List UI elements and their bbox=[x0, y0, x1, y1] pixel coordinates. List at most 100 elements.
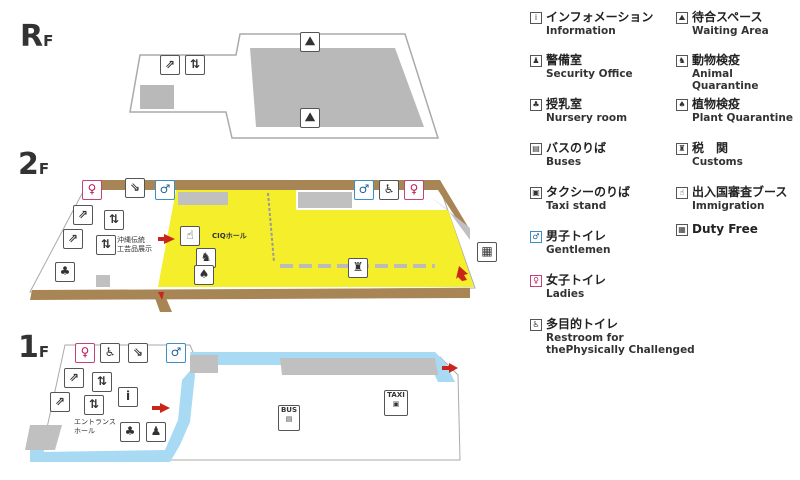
arrow-icon bbox=[158, 234, 175, 244]
legend-ja: 女子トイレ bbox=[546, 273, 607, 287]
label-line: ホール bbox=[74, 427, 95, 435]
label-line: 工芸品展示 bbox=[117, 245, 152, 253]
arrow-icon bbox=[152, 403, 170, 413]
waiting-area-icon: ⛰ bbox=[676, 12, 688, 24]
escalator-icon: ⇘ bbox=[125, 178, 145, 198]
nursery-icon: ♣ bbox=[120, 422, 140, 442]
floor-map bbox=[25, 33, 476, 462]
legend-en: Restroom for thePhysically Challenged bbox=[546, 332, 695, 356]
taxi-icon: ▣ bbox=[530, 187, 542, 199]
legend-en: Immigration bbox=[692, 200, 765, 212]
accessible-toilet-icon: ♿ bbox=[379, 180, 399, 200]
floor-label-2f: 2F bbox=[18, 150, 49, 180]
f2-right-wall bbox=[438, 180, 470, 232]
elevator-icon: ⇅ bbox=[96, 235, 116, 255]
gentlemen-icon: ♂ bbox=[155, 180, 175, 200]
legend-en: Customs bbox=[692, 156, 743, 168]
f1-gray-2 bbox=[190, 355, 218, 373]
plant-quarantine-icon: ♠ bbox=[194, 265, 214, 285]
security-office-icon: ♟ bbox=[530, 55, 542, 67]
legend-ja: 動物検疫 bbox=[692, 53, 741, 67]
escalator-icon: ⇗ bbox=[160, 55, 180, 75]
floor-suffix: F bbox=[43, 32, 54, 50]
f2-gray-2 bbox=[298, 192, 352, 208]
accessible-toilet-icon: ♿ bbox=[100, 343, 120, 363]
legend-ja: バスのりば bbox=[546, 141, 607, 155]
legend-en: Ladies bbox=[546, 288, 585, 300]
ladies-icon: ♀ bbox=[75, 343, 95, 363]
floor-suffix: F bbox=[38, 160, 50, 178]
duty-free-icon: ▦ bbox=[676, 224, 688, 236]
bus-stop-icon: BUS▤ bbox=[278, 405, 300, 431]
f2-ciq-hall bbox=[158, 190, 474, 287]
f1-gray-3 bbox=[25, 425, 62, 450]
rf-roof-area bbox=[250, 48, 424, 127]
legend-en: Animal Quarantine bbox=[692, 68, 759, 92]
arrow-icon bbox=[442, 363, 458, 373]
legend-ja: インフォメーション bbox=[546, 10, 654, 24]
f2-gray-1 bbox=[178, 192, 228, 205]
elevator-icon: ⇅ bbox=[185, 55, 205, 75]
waiting-area-icon: ⛰ bbox=[300, 108, 320, 128]
legend-ja: 税 関 bbox=[692, 141, 729, 155]
floor-label-rf: RF bbox=[20, 22, 53, 52]
legend-en: Waiting Area bbox=[692, 25, 769, 37]
legend-item: ▦ Duty Free bbox=[676, 222, 758, 237]
legend-ja: タクシーのりば bbox=[546, 185, 631, 199]
arrow-icon bbox=[456, 266, 468, 281]
legend-en: Gentlemen bbox=[546, 244, 611, 256]
legend-en: Information bbox=[546, 25, 616, 37]
plant-quarantine-icon: ♠ bbox=[676, 99, 688, 111]
taxi-label: TAXI bbox=[387, 391, 405, 399]
gentlemen-icon: ♂ bbox=[530, 231, 542, 243]
legend-ja: 待合スペース bbox=[692, 10, 763, 24]
animal-quarantine-icon: ♞ bbox=[676, 55, 688, 67]
taxi-stand-icon: TAXI▣ bbox=[384, 390, 408, 416]
customs-icon: ♜ bbox=[348, 258, 368, 278]
legend-ja: 出入国審査ブース bbox=[692, 185, 788, 199]
legend-text: Duty Free bbox=[692, 222, 758, 237]
f1-gray-1 bbox=[280, 358, 438, 375]
immigration-icon: ☝ bbox=[676, 187, 688, 199]
f2-bottom-wall bbox=[30, 288, 470, 300]
ciq-hall-label: CIQホール bbox=[212, 232, 247, 240]
escalator-icon: ⇗ bbox=[73, 205, 93, 225]
duty-free-icon: ▦ bbox=[477, 242, 497, 262]
legend-ja: 多目的トイレ bbox=[546, 317, 619, 331]
elevator-icon: ⇅ bbox=[84, 395, 104, 415]
f2-partition bbox=[267, 192, 275, 263]
f1-corridor-left bbox=[30, 448, 45, 462]
label-line: 沖縄伝統 bbox=[117, 236, 145, 244]
accessible-toilet-icon: ♿ bbox=[530, 319, 542, 331]
legend-en: Taxi stand bbox=[546, 200, 607, 212]
crafts-exhibit-label: 沖縄伝統工芸品展示 bbox=[117, 236, 152, 254]
information-icon: i bbox=[530, 12, 542, 24]
information-icon: i bbox=[118, 387, 138, 407]
floor-suffix: F bbox=[38, 343, 50, 361]
floor-label-1f: 1F bbox=[18, 333, 49, 363]
legend-en: Security Office bbox=[546, 68, 633, 80]
legend-en: Nursery room bbox=[546, 112, 628, 124]
legend-en: Buses bbox=[546, 156, 582, 168]
